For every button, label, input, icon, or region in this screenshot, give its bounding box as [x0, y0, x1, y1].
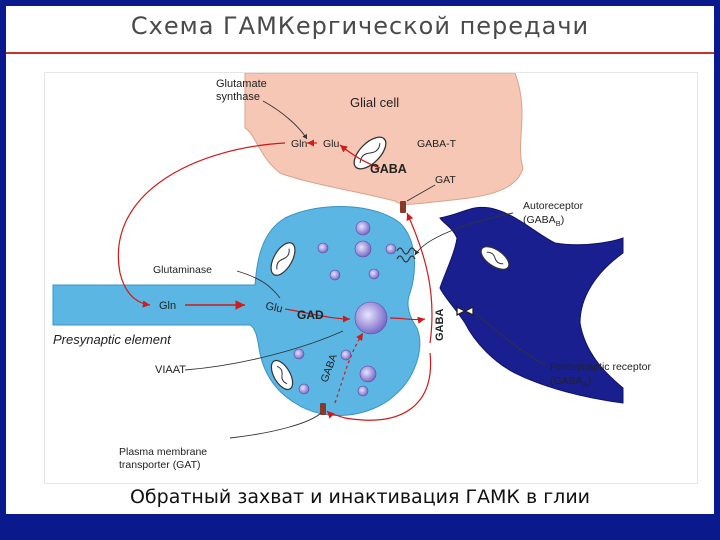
synaptic-vesicles [293, 220, 397, 397]
gaba-glial-label: GABA [370, 162, 407, 176]
glial-cell-label: Glial cell [350, 95, 399, 110]
viaat-label: VIAAT [155, 364, 186, 376]
slide: Схема ГАМКергической передачи [6, 6, 714, 514]
glutaminase-label: Glutaminase [153, 264, 212, 276]
glu-presynaptic-label: Glu [264, 300, 283, 315]
gaba-t-label: GABA-T [417, 138, 457, 150]
presynaptic-mitochondrion [270, 242, 296, 276]
presynaptic-element-label: Presynaptic element [53, 332, 172, 347]
postsynaptic-receptor-icon [456, 305, 474, 317]
postsynaptic-receptor-label: Postsynaptic receptor [550, 361, 651, 373]
postsynaptic-subtype-label: (GABAA) [550, 375, 591, 389]
autoreceptor-label: Autoreceptor [523, 200, 584, 212]
postsynaptic-neuron [439, 206, 624, 404]
autoreceptor-icon [396, 247, 416, 263]
glial-mitochondrion [353, 136, 387, 170]
title-divider [6, 52, 714, 54]
postsynaptic-mitochondrion [480, 246, 510, 270]
gaba-cleft-label: GABA [434, 309, 446, 341]
gln-glial-label: Gln [291, 138, 308, 150]
plasma-membrane-gat [320, 403, 326, 415]
gln-presynaptic-label: Gln [159, 300, 176, 312]
presynaptic-element [52, 206, 421, 416]
label-leaders [184, 100, 546, 439]
slide-caption: Обратный захват и инактивация ГАМК в гли… [129, 486, 591, 508]
pathway-arrows [117, 139, 433, 421]
slide-title: Схема ГАМКергической передачи [130, 12, 590, 40]
presynaptic-mitochondrion [270, 359, 294, 391]
autoreceptor-subtype-label: (GABAB) [523, 214, 564, 228]
gat-label: GAT [435, 174, 456, 186]
glial-gat-transporter [400, 201, 406, 213]
gad-label: GAD [297, 308, 324, 322]
glu-glial-label: Glu [323, 138, 340, 150]
